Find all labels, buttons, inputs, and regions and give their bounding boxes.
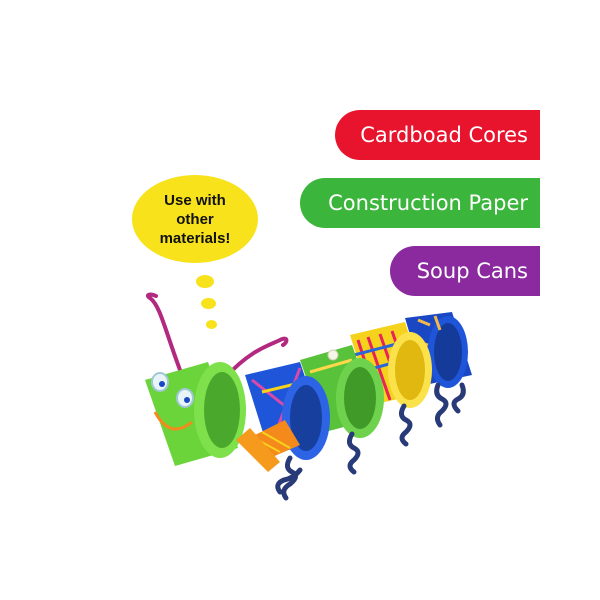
thought-dot [196,275,214,288]
thought-bubble-text: Use with other materials! [159,191,231,247]
label-construction-paper: Construction Paper [300,178,540,228]
label-cardboard-cores-text: Cardboad Cores [360,123,528,147]
tube-segment-head [145,362,280,472]
antenna-left [145,292,182,372]
label-soup-cans-text: Soup Cans [416,259,528,283]
thought-bubble: Use with other materials! [132,175,258,263]
label-soup-cans: Soup Cans [390,246,540,296]
label-construction-paper-text: Construction Paper [328,191,528,215]
tube-segment-green-middle [300,345,384,475]
leg-front [275,467,303,495]
smile [153,411,193,431]
thought-dot [206,320,217,329]
tube-segment-blue-front [245,362,330,501]
tube-segment-yellow [350,322,432,447]
thought-dot [201,298,216,309]
antenna-right [223,336,289,380]
label-cardboard-cores: Cardboad Cores [335,110,540,160]
